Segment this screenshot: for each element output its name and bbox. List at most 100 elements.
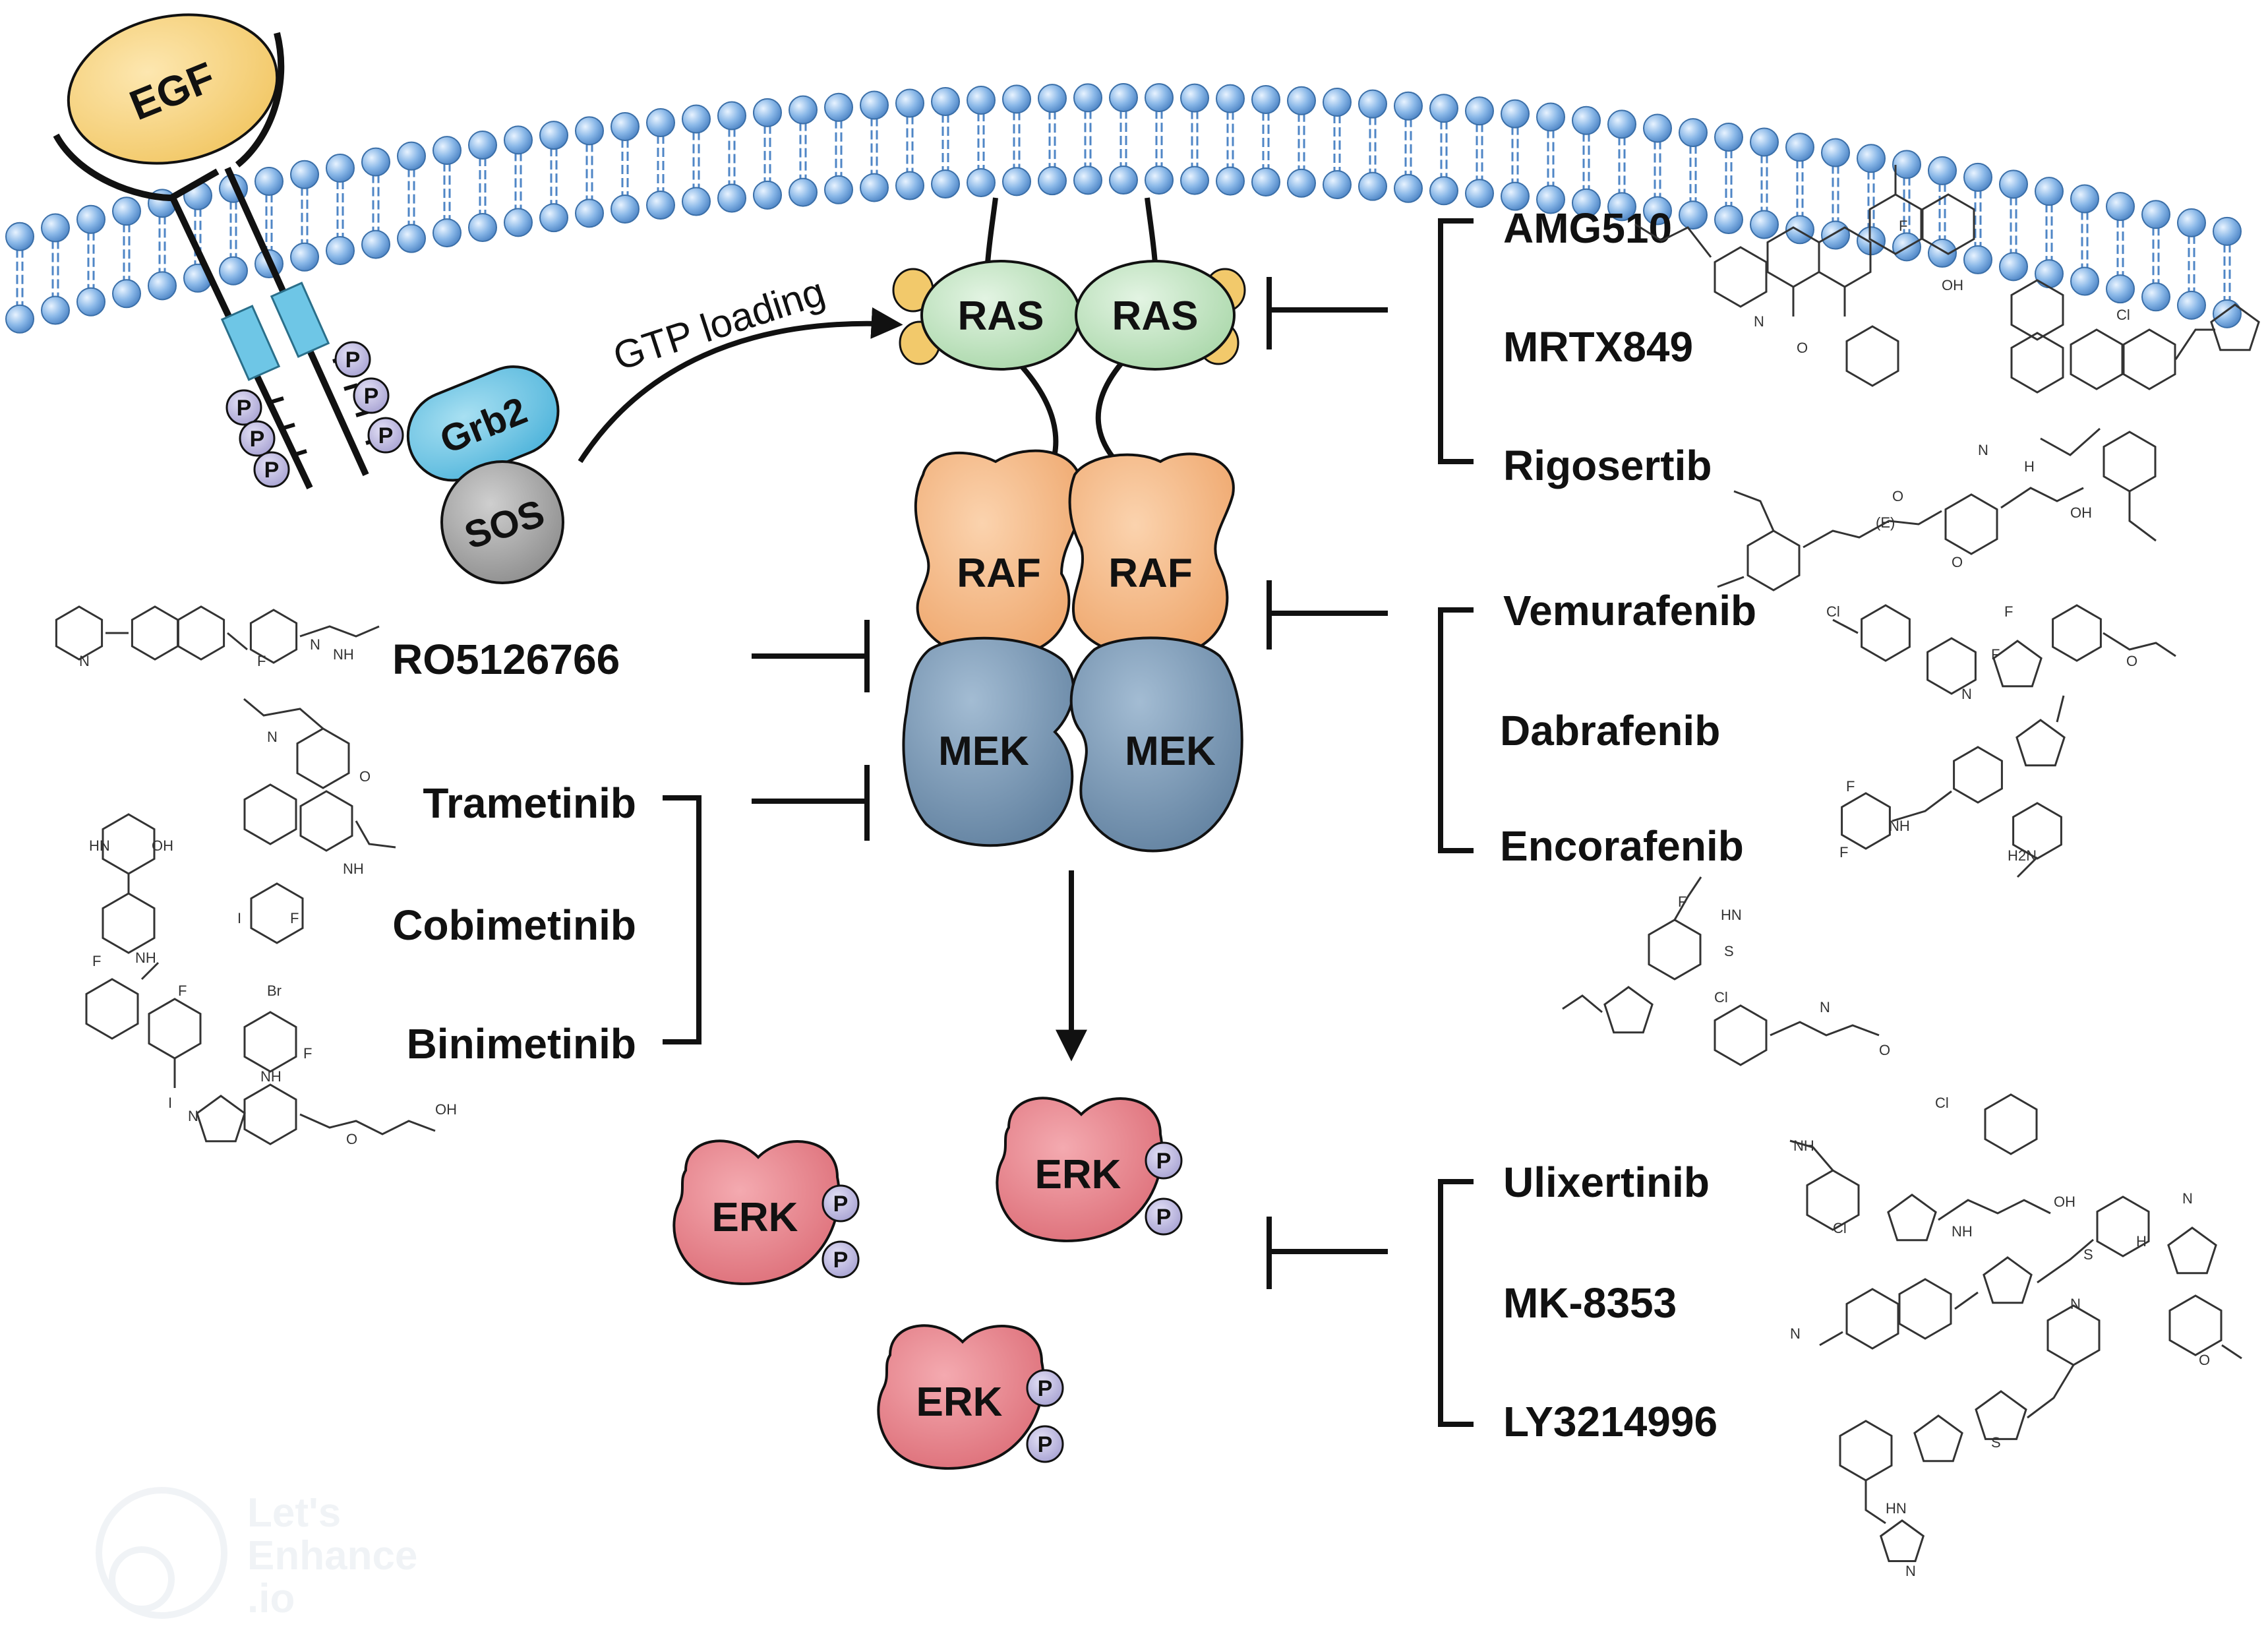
svg-text:I: I xyxy=(237,910,241,926)
watermark-line-3: .io xyxy=(247,1576,295,1621)
phospho-badge: P xyxy=(1026,1369,1064,1407)
svg-text:HN: HN xyxy=(89,837,110,854)
svg-text:OH: OH xyxy=(1942,277,1963,293)
svg-text:O: O xyxy=(1952,554,1963,570)
egf-receptor xyxy=(53,32,380,490)
phospho-badge: P xyxy=(1026,1425,1064,1463)
phospho-label: P xyxy=(364,384,379,409)
inhibition-symbols xyxy=(663,218,1474,1427)
svg-text:N: N xyxy=(310,636,320,653)
svg-text:F: F xyxy=(1899,218,1907,234)
drug-trametinib: Trametinib xyxy=(423,779,636,827)
phospho-label: P xyxy=(345,348,361,373)
drug-encorafenib: Encorafenib xyxy=(1500,822,1744,870)
svg-text:F: F xyxy=(303,1045,312,1062)
phospho-label: P xyxy=(378,423,394,448)
drug-mk-8353: MK-8353 xyxy=(1503,1279,1677,1327)
drug-mrtx849: MRTX849 xyxy=(1503,323,1693,371)
svg-text:Cl: Cl xyxy=(1826,603,1840,620)
raf-dimer: RAF RAF xyxy=(914,449,1235,659)
svg-text:F: F xyxy=(1678,893,1686,910)
svg-text:(E): (E) xyxy=(1876,514,1895,531)
svg-text:NH: NH xyxy=(1889,818,1910,834)
svg-text:S: S xyxy=(1991,1434,2001,1451)
svg-text:N: N xyxy=(1961,686,1972,702)
cell-membrane-bilayer xyxy=(5,83,2242,334)
svg-text:N: N xyxy=(2182,1190,2193,1207)
phospho-label: P xyxy=(1156,1205,1172,1230)
svg-text:O: O xyxy=(2126,653,2137,669)
svg-text:Br: Br xyxy=(267,982,282,999)
drug-ly3214996: LY3214996 xyxy=(1503,1398,1717,1445)
svg-text:NH: NH xyxy=(333,646,354,663)
erk-label: ERK xyxy=(712,1195,798,1240)
watermark-line-1: Let's xyxy=(247,1490,341,1536)
phospho-label: P xyxy=(1156,1149,1172,1174)
svg-text:F: F xyxy=(1991,646,2000,663)
phospho-label: P xyxy=(1038,1432,1053,1457)
svg-text:S: S xyxy=(2083,1246,2093,1263)
watermark: Let's Enhance .io xyxy=(96,1487,417,1621)
erk-label: ERK xyxy=(916,1379,1003,1425)
svg-text:F: F xyxy=(1846,778,1855,795)
drug-dabrafenib: Dabrafenib xyxy=(1500,707,1720,754)
receptor-tm-box-left xyxy=(220,305,281,381)
svg-text:Cl: Cl xyxy=(1935,1095,1949,1111)
svg-text:H2N: H2N xyxy=(2008,847,2037,864)
svg-text:S: S xyxy=(1724,943,1734,959)
phospho-badge: P xyxy=(253,451,290,488)
drug-cobimetinib: Cobimetinib xyxy=(392,901,636,949)
svg-text:O: O xyxy=(346,1131,357,1147)
phospho-label: P xyxy=(833,1248,849,1273)
svg-text:F: F xyxy=(290,910,299,926)
phospho-badge: P xyxy=(367,417,404,454)
erk-label: ERK xyxy=(1035,1152,1121,1197)
svg-text:F: F xyxy=(2004,603,2013,620)
drug-amg510: AMG510 xyxy=(1503,204,1672,252)
svg-text:OH: OH xyxy=(2070,504,2092,521)
egf-ligand: EGF xyxy=(67,13,279,165)
phospho-badge: P xyxy=(353,377,390,414)
svg-text:F: F xyxy=(178,982,187,999)
drug-ro5126766: RO5126766 xyxy=(392,636,620,683)
svg-text:O: O xyxy=(2199,1352,2210,1368)
svg-text:HN: HN xyxy=(1721,907,1742,923)
svg-text:F: F xyxy=(92,953,101,969)
svg-text:N: N xyxy=(188,1108,198,1124)
svg-text:N: N xyxy=(1820,999,1830,1015)
erk-protein: ERK P P xyxy=(672,1139,860,1285)
svg-text:Cl: Cl xyxy=(1714,989,1728,1006)
svg-text:NH: NH xyxy=(1793,1137,1814,1154)
phospho-badge: P xyxy=(334,341,371,378)
svg-text:Cl: Cl xyxy=(1833,1220,1847,1236)
phospho-badge: P xyxy=(821,1184,860,1223)
watermark-line-2: Enhance xyxy=(247,1533,417,1579)
svg-text:OH: OH xyxy=(2054,1194,2075,1210)
svg-text:H: H xyxy=(2024,458,2035,475)
gtp-loading-arrow: GTP loading xyxy=(578,269,903,464)
drug-vemurafenib: Vemurafenib xyxy=(1503,587,1756,634)
phospho-label: P xyxy=(264,458,280,483)
erk-protein: ERK P P xyxy=(996,1097,1183,1242)
phospho-badge: P xyxy=(239,420,276,457)
svg-text:O: O xyxy=(1892,488,1903,504)
svg-text:N: N xyxy=(1790,1325,1801,1342)
drug-binimetinib: Binimetinib xyxy=(407,1020,636,1068)
svg-text:I: I xyxy=(168,1095,172,1111)
svg-text:N: N xyxy=(79,653,90,669)
receptor-tm-box-right xyxy=(270,282,330,358)
phospho-label: P xyxy=(250,427,265,452)
raf-label-left: RAF xyxy=(957,551,1040,596)
svg-text:N: N xyxy=(267,729,278,745)
phospho-badge: P xyxy=(225,389,262,426)
svg-text:OH: OH xyxy=(152,837,173,854)
svg-text:N: N xyxy=(1754,313,1764,330)
phospho-label: P xyxy=(833,1192,849,1217)
svg-text:F: F xyxy=(257,653,266,669)
svg-text:N: N xyxy=(1905,1563,1916,1579)
